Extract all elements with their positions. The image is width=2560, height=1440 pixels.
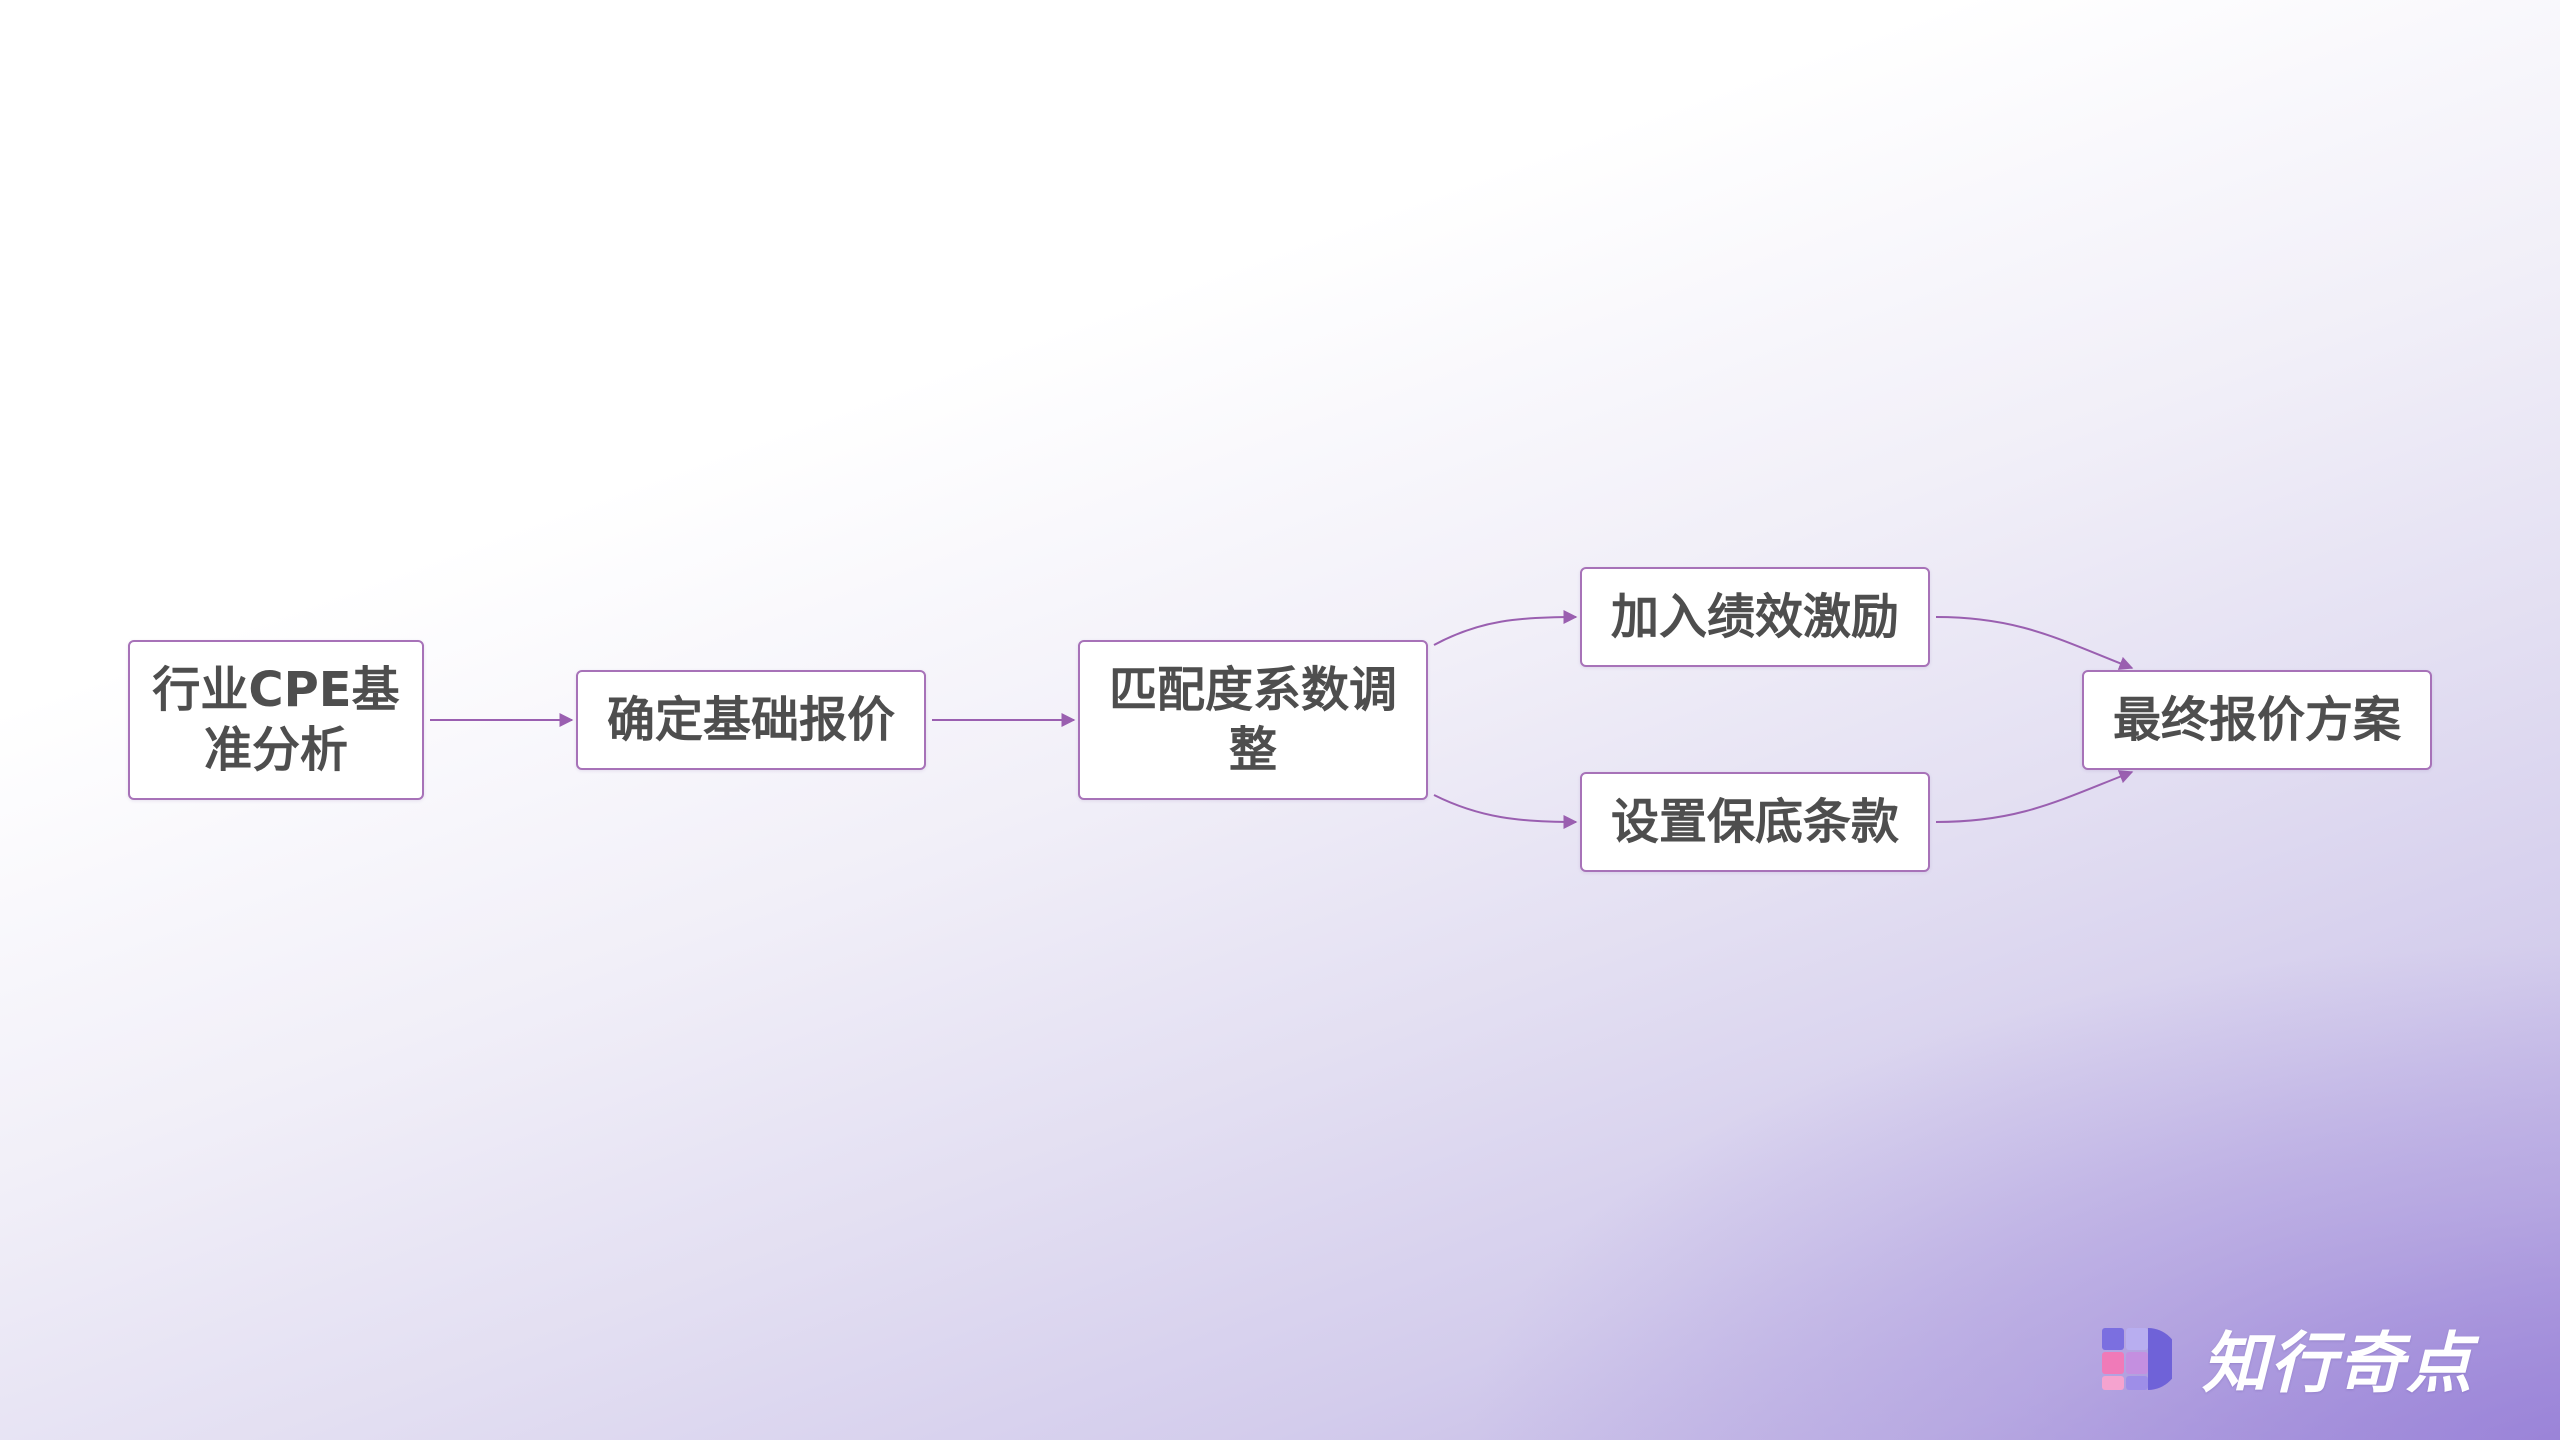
brand-logo-icon <box>2102 1328 2172 1390</box>
node-floor-clause: 设置保底条款 <box>1580 772 1930 872</box>
node-label: 设置保底条款 <box>1610 794 1899 850</box>
edge-n3-n4 <box>1433 610 1578 646</box>
edge-n4-n6 <box>1935 616 2134 670</box>
node-industry-cpe-benchmark: 行业CPE基准分析 <box>128 640 424 800</box>
node-label: 行业CPE基准分析 <box>152 662 400 778</box>
node-match-coefficient: 匹配度系数调整 <box>1078 640 1428 800</box>
node-base-quote: 确定基础报价 <box>576 670 926 770</box>
node-label: 最终报价方案 <box>2112 692 2401 748</box>
node-performance-incentive: 加入绩效激励 <box>1580 567 1930 667</box>
edge-n5-n6 <box>1935 770 2134 823</box>
node-label: 加入绩效激励 <box>1610 589 1899 645</box>
node-label: 确定基础报价 <box>606 692 895 748</box>
edge-n3-n5 <box>1433 794 1578 829</box>
node-label: 匹配度系数调整 <box>1108 662 1397 778</box>
brand-logo: 知行奇点 <box>2100 1310 2474 1406</box>
brand-logo-text: 知行奇点 <box>2202 1325 2474 1402</box>
node-final-quote: 最终报价方案 <box>2082 670 2432 770</box>
